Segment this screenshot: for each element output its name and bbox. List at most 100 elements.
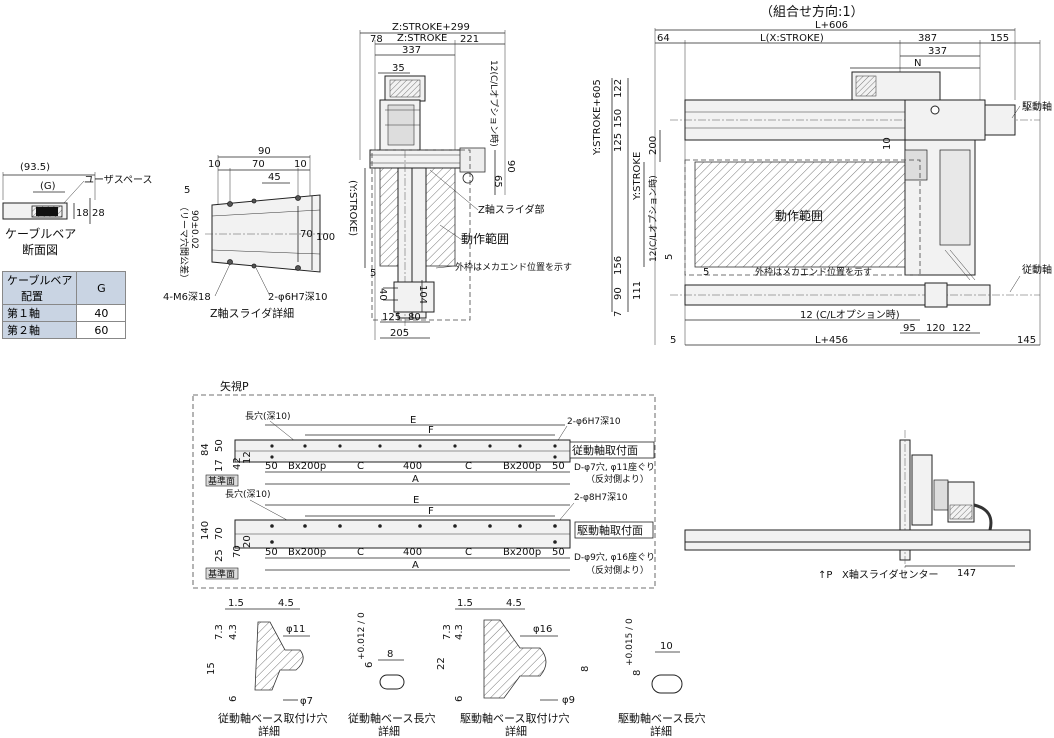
vp-f-a: F xyxy=(428,425,434,436)
d3-title-a: 駆動軸ベース取付け穴 xyxy=(460,711,569,725)
vp-17: 17 xyxy=(214,459,225,472)
vp-ref-face-b: 基準面 xyxy=(208,568,235,580)
vp-20: 20 xyxy=(242,535,253,548)
vp-e-b: E xyxy=(413,495,419,506)
xy-l606: L+606 xyxy=(815,20,848,31)
vp-pin-8: 2-φ8H7深10 xyxy=(574,492,628,503)
xy-120: 120 xyxy=(926,323,945,334)
d1-phi7: φ7 xyxy=(300,696,313,707)
zs-dim-100: 100 xyxy=(316,232,335,243)
table-header-cable-1: ケーブルベア xyxy=(7,274,73,287)
d3-phi9: φ9 xyxy=(562,695,575,706)
d4-tol-8: 8 xyxy=(632,670,643,676)
table-row-g-1: 40 xyxy=(76,304,127,322)
vp-drive-holes xyxy=(270,524,557,544)
vp-opp-b: （反対側より） xyxy=(586,564,649,576)
zs-dim-45: 45 xyxy=(268,172,281,183)
cable-dim-outer: (93.5) xyxy=(20,162,50,173)
d4-title-b: 詳細 xyxy=(650,724,672,738)
xy-95: 95 xyxy=(903,323,916,334)
table-row-g-2: 60 xyxy=(76,321,127,339)
vp-50c: 50 xyxy=(552,461,565,472)
xy-150: 150 xyxy=(613,109,624,128)
vp-bx-d: Bx200p xyxy=(503,547,541,558)
xy-cl-opt: 12(C/Lオプション時) xyxy=(648,175,659,262)
detail-drive-slot: 8 +0.015 / 0 10 駆動軸ベース長穴 詳細 xyxy=(618,618,705,738)
xy-122: 122 xyxy=(613,79,624,98)
sv-arrow-p: ↑P xyxy=(818,570,832,581)
d3-1-5: 1.5 xyxy=(457,598,473,609)
xy-cl-bottom: 12 (C/Lオプション時) xyxy=(800,309,900,321)
vp-12: 12 xyxy=(242,451,253,464)
vp-holes-drive: D-φ9穴, φ16座ぐり xyxy=(574,551,655,563)
zs-pin: 2-φ6H7深10 xyxy=(268,291,328,303)
xy-90: 90 xyxy=(613,287,624,300)
vp-bx-b: Bx200p xyxy=(503,461,541,472)
vp-50d: 50 xyxy=(265,547,278,558)
zv-40: 40 xyxy=(377,288,388,301)
vp-c-b: C xyxy=(465,461,472,472)
zs-dim-10a: 10 xyxy=(208,159,221,170)
xy-l456: L+456 xyxy=(815,335,848,346)
detail-drive-mount: 1.5 4.5 7.3 4.3 φ16 22 8 6 φ9 駆動軸ベース取付け穴… xyxy=(436,598,591,738)
cable-section-title-2: 断面図 xyxy=(22,242,58,257)
xy-337: 337 xyxy=(928,46,947,57)
cable-bear-section: (93.5) (G) ユーザスペース 18 28 ケーブルベア 断面図 xyxy=(2,162,153,257)
d1-1-5: 1.5 xyxy=(228,598,244,609)
d4-slot xyxy=(651,674,683,694)
vp-a-b: A xyxy=(412,560,419,571)
d3-6: 6 xyxy=(454,696,465,702)
d4-title-a: 駆動軸ベース長穴 xyxy=(618,711,705,725)
vp-driven-mount: 従動軸取付面 xyxy=(572,443,638,457)
d2-title-b: 詳細 xyxy=(378,724,400,738)
xy-145: 145 xyxy=(1017,335,1036,346)
vp-opp-a: （反対側より） xyxy=(586,473,649,485)
zv-337: 337 xyxy=(402,45,421,56)
user-space-label: ユーザスペース xyxy=(84,174,153,186)
d1-title-a: 従動軸ベース取付け穴 xyxy=(218,711,327,725)
vp-long-hole-a: 長穴(深10) xyxy=(245,410,290,422)
d1-phi11: φ11 xyxy=(286,624,305,635)
vp-e-a: E xyxy=(410,415,416,426)
xy-y-stroke-605: Y:STROKE+605 xyxy=(592,79,603,156)
vp-50b: 50 xyxy=(265,461,278,472)
xy-motion-area xyxy=(694,161,906,268)
table-header-g: G xyxy=(76,271,127,305)
xy-200: 200 xyxy=(648,136,659,155)
vp-drive-mount: 駆動軸取付面 xyxy=(577,523,643,537)
zv-80: 80 xyxy=(408,312,421,323)
d3-4-3: 4.3 xyxy=(454,624,465,640)
d1-15: 15 xyxy=(206,662,217,675)
detail-driven-slot: 6 +0.012 / 0 8 従動軸ベース長穴 詳細 xyxy=(348,612,435,738)
xy-387: 387 xyxy=(918,33,937,44)
zv-outer-note: 外枠はメカエンド位置を示す xyxy=(455,261,572,273)
xy-122b: 122 xyxy=(952,323,971,334)
z-side-view: Z:STROKE+299 78 Z:STROKE 221 337 35 xyxy=(347,22,572,340)
d2-title-a: 従動軸ベース長穴 xyxy=(348,711,435,725)
d3-profile xyxy=(483,619,547,699)
vp-50e: 50 xyxy=(552,547,565,558)
vp-50a: 50 xyxy=(214,439,225,452)
xy-7: 7 xyxy=(613,311,624,317)
view-p: 矢視P 長穴(深10) E F 2-φ6H7深10 従動軸取付面 84 50 1… xyxy=(192,379,656,589)
zv-221: 221 xyxy=(460,34,479,45)
zv-stroke-total: Z:STROKE+299 xyxy=(392,22,470,33)
xy-155: 155 xyxy=(990,33,1009,44)
xy-motion-range: 動作範囲 xyxy=(775,208,823,223)
zv-motion-range: 動作範囲 xyxy=(461,231,509,246)
zs-dim-5: 5 xyxy=(184,185,190,196)
zv-125: 125 xyxy=(382,312,401,323)
xy-drive-axis: 駆動軸 xyxy=(1022,100,1052,113)
vp-ref-face-a: 基準面 xyxy=(208,475,235,487)
vp-c-d: C xyxy=(465,547,472,558)
table-header-cable: ケーブルベア配置 xyxy=(1,271,78,305)
zs-dim-70: 70 xyxy=(252,159,265,170)
vp-f-b: F xyxy=(428,506,434,517)
vp-25: 25 xyxy=(214,549,225,562)
d4-10: 10 xyxy=(660,641,673,652)
vp-c-a: C xyxy=(357,461,364,472)
combination-title: （組合せ方向:1） xyxy=(760,4,864,20)
xy-top-view: L+606 64 L(X:STROKE) 387 155 337 N 駆動軸 xyxy=(592,20,1052,346)
xy-5a: 5 xyxy=(664,254,675,260)
